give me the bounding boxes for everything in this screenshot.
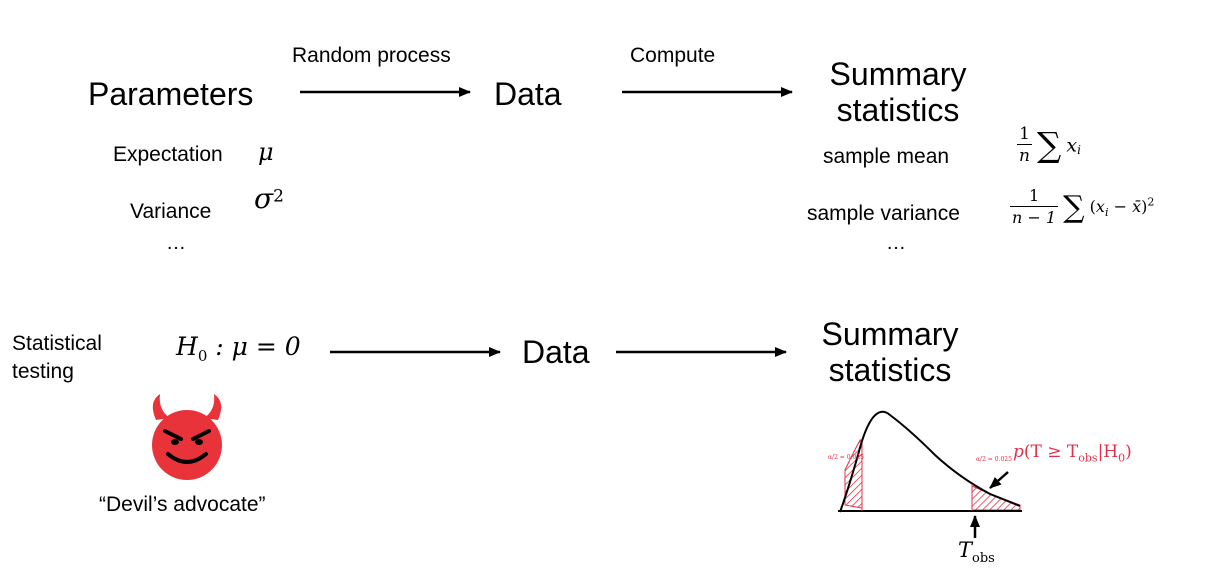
statistical-testing-label: Statistical testing [12,332,102,383]
right-tail-region [971,485,1021,511]
params-ellipsis: … [166,232,186,254]
devil-icon [152,394,222,480]
summary-statistics-top: Summary statistics [829,56,967,128]
compute-label: Compute [630,44,716,67]
right-tail-label: α/2 = 0.025 [976,456,1012,463]
expectation-symbol: μ [258,138,274,166]
data-label-top: Data [494,76,562,112]
t-obs-label: Tobs [958,538,995,567]
sample-variance-label: sample variance [807,202,960,225]
summary-statistics-bottom: Summary statistics [821,316,959,388]
density-curve [839,410,1021,513]
sample-mean-formula: 1 n ∑ xi [1017,124,1081,166]
random-process-label: Random process [292,44,451,67]
data-label-bottom: Data [522,334,590,370]
devil-advocate-caption: “Devil’s advocate” [99,493,266,516]
stats-ellipsis: … [886,232,906,254]
expectation-label: Expectation [113,143,223,166]
variance-symbol: σ2 [254,182,284,215]
distribution-sketch [838,410,1022,538]
null-hypothesis: H0 : μ = 0 [176,332,301,365]
left-tail-label: α/2 = 0.025 [828,454,864,461]
pvalue-pointer-arrow [989,471,1009,489]
parameters-label: Parameters [88,76,254,112]
pvalue-annotation: p(T ≥ Tobs|H0) [1013,442,1132,465]
variance-label: Variance [130,200,212,223]
sample-mean-label: sample mean [823,145,950,168]
sample-variance-formula: 1 n − 1 ∑ (xi − x̄)2 [1010,186,1155,227]
